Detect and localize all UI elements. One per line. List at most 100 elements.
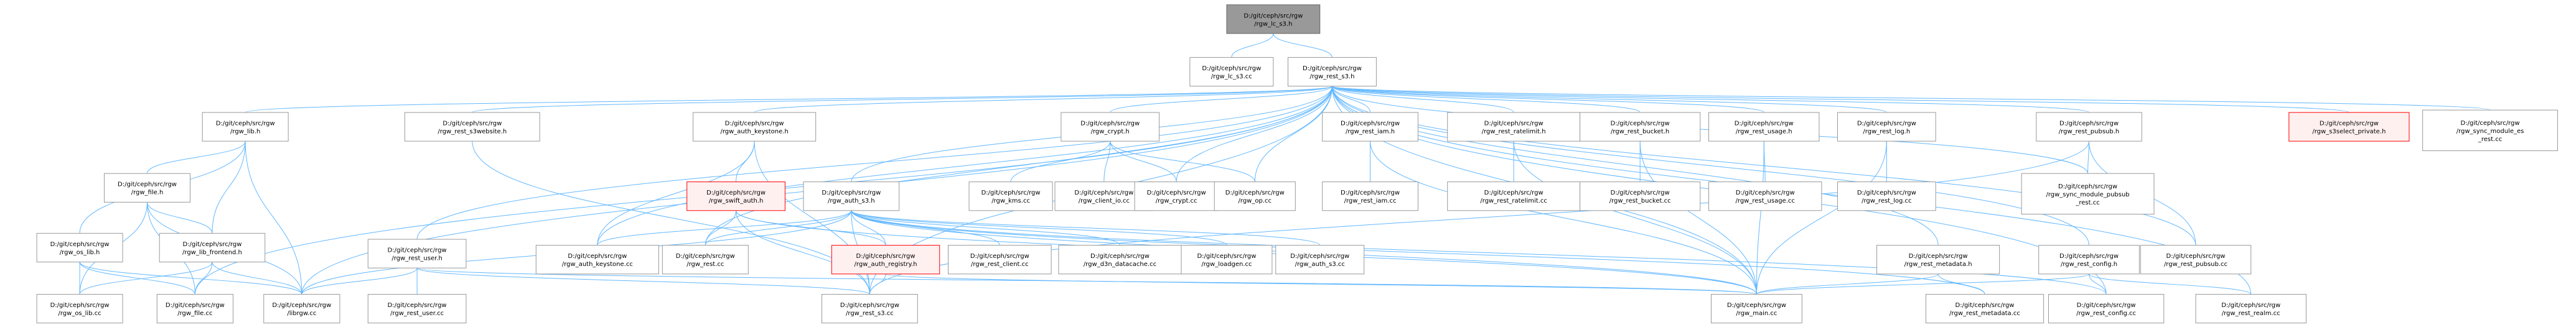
file-node[interactable]: D:/git/ceph/src/rgw/rgw_main.cc — [1710, 294, 1802, 324]
dependency-edge — [1756, 136, 1890, 295]
file-node[interactable]: D:/git/ceph/src/rgw/rgw_rest.cc — [662, 245, 749, 275]
file-node[interactable]: D:/git/ceph/src/rgw/rgw_loadgen.cc — [1181, 245, 1273, 275]
file-node[interactable]: D:/git/ceph/src/rgw/rgw_rest_config.cc — [2048, 294, 2165, 324]
file-node[interactable]: D:/git/ceph/src/rgw/rgw_op.cc — [1214, 181, 1296, 211]
file-node-label: D:/git/ceph/src/rgw — [2077, 302, 2136, 309]
file-node[interactable]: D:/git/ceph/src/rgw/rgw_rest_log.cc — [1837, 181, 1936, 211]
file-node-box — [1189, 57, 1274, 87]
dependency-edge — [705, 81, 1335, 246]
file-node-label: D:/git/ceph/src/rgw — [2166, 253, 2226, 260]
file-node-label: D:/git/ceph/src/rgw — [1244, 12, 1303, 19]
file-node[interactable]: D:/git/ceph/src/rgw/rgw_auth_s3.h — [803, 181, 900, 211]
file-node[interactable]: D:/git/ceph/src/rgw/rgw_rest_ratelimit.h — [1447, 112, 1581, 142]
file-node[interactable]: D:/git/ceph/src/rgw/rgw_rest_config.h — [2038, 245, 2140, 275]
file-node-box — [2036, 112, 2142, 142]
dependency-edge — [1107, 136, 1255, 182]
file-node-box — [1322, 112, 1418, 142]
file-node-label: /rgw_main.cc — [1736, 310, 1777, 317]
file-node-label: D:/git/ceph/src/rgw — [2059, 253, 2119, 260]
file-node[interactable]: D:/git/ceph/src/rgw/rgw_lib.h — [202, 112, 289, 142]
file-node-label: _rest.cc — [2075, 200, 2099, 206]
file-node-box — [1322, 181, 1418, 211]
file-node[interactable]: D:/git/ceph/src/rgw/rgw_rest_pubsub.cc — [2140, 245, 2252, 275]
file-node-label: D:/git/ceph/src/rgw — [388, 247, 447, 254]
dependency-edge — [1329, 81, 2349, 113]
file-node-label: /librgw.cc — [287, 310, 316, 317]
dependency-edge — [209, 257, 302, 295]
file-node[interactable]: D:/git/ceph/src/rgw/rgw_os_lib.cc — [36, 294, 123, 324]
file-node[interactable]: D:/git/ceph/src/rgw/rgw_auth_registry.h — [831, 245, 940, 275]
file-node[interactable]: D:/git/ceph/src/rgw/rgw_rest_usage.cc — [1708, 181, 1822, 211]
file-node[interactable]: D:/git/ceph/src/rgw/rgw_rest_iam.cc — [1322, 181, 1418, 211]
file-node-label: D:/git/ceph/src/rgw — [1857, 121, 1916, 127]
file-node-box — [159, 232, 266, 263]
file-node-label: /rgw_rest.cc — [686, 261, 724, 268]
file-node[interactable]: D:/git/ceph/src/rgw/rgw_rest_iam.h — [1322, 112, 1418, 142]
file-node-label: D:/git/ceph/src/rgw — [1290, 253, 1349, 260]
file-node[interactable]: D:/git/ceph/src/rgw/rgw_lc_s3.h — [1226, 4, 1321, 34]
file-node[interactable]: D:/git/ceph/src/rgw/rgw_auth_s3.cc — [1275, 245, 1365, 275]
file-node[interactable]: D:/git/ceph/src/rgw/rgw_rest_realm.cc — [2195, 294, 2307, 324]
file-node-box — [831, 245, 940, 275]
file-node-box — [404, 112, 540, 142]
file-node-label: /rgw_rest_pubsub.h — [2059, 129, 2119, 135]
file-node[interactable]: D:/git/ceph/src/rgw/rgw_lc_s3.cc — [1189, 57, 1274, 87]
file-node-label: D:/git/ceph/src/rgw — [50, 241, 110, 248]
dependency-edge — [1270, 28, 1332, 58]
file-node-label: D:/git/ceph/src/rgw — [1909, 253, 1968, 260]
file-node[interactable]: D:/git/ceph/src/rgw/rgw_sync_module_pubs… — [2021, 173, 2155, 215]
file-node[interactable]: D:/git/ceph/src/rgw/rgw_rest_s3.cc — [822, 294, 918, 324]
file-node[interactable]: D:/git/ceph/src/rgw/librgw.cc — [263, 294, 340, 324]
file-node-label: D:/git/ceph/src/rgw — [1074, 190, 1133, 196]
file-node[interactable]: D:/git/ceph/src/rgw/rgw_rest_bucket.cc — [1580, 181, 1701, 211]
file-node[interactable]: D:/git/ceph/src/rgw/rgw_auth_keystone.h — [693, 112, 817, 142]
file-node[interactable]: D:/git/ceph/src/rgw/rgw_rest_s3website.h — [404, 112, 540, 142]
file-node-label: /rgw_rest_s3.cc — [846, 310, 894, 317]
file-node-box — [968, 181, 1053, 211]
file-node[interactable]: D:/git/ceph/src/rgw/rgw_file.h — [104, 173, 190, 203]
file-node[interactable]: D:/git/ceph/src/rgw/rgw_rest_metadata.h — [1876, 245, 2000, 275]
file-node[interactable]: D:/git/ceph/src/rgw/rgw_swift_auth.h — [686, 181, 785, 211]
file-node[interactable]: D:/git/ceph/src/rgw/rgw_crypt.h — [1061, 112, 1160, 142]
file-node-label: /rgw_crypt.cc — [1156, 198, 1197, 204]
file-node[interactable]: D:/git/ceph/src/rgw/rgw_rest_log.h — [1837, 112, 1936, 142]
dependency-edge — [848, 205, 2107, 295]
file-node-box — [1061, 112, 1160, 142]
file-node[interactable]: D:/git/ceph/src/rgw/rgw_rest_client.cc — [948, 245, 1052, 275]
file-node[interactable]: D:/git/ceph/src/rgw/rgw_sync_module_es_r… — [2422, 109, 2558, 152]
file-node-box — [1447, 112, 1581, 142]
dependency-edge — [848, 205, 1227, 246]
file-node[interactable]: D:/git/ceph/src/rgw/rgw_rest_usage.h — [1708, 112, 1820, 142]
file-node-box — [1925, 294, 2044, 324]
file-node-box — [686, 181, 785, 211]
file-node-label: D:/git/ceph/src/rgw — [216, 121, 275, 127]
file-node-box — [1580, 181, 1701, 211]
file-node-label: /rgw_auth_s3.h — [828, 198, 875, 204]
file-node[interactable]: D:/git/ceph/src/rgw/rgw_s3select_private… — [2288, 112, 2410, 142]
file-node[interactable]: D:/git/ceph/src/rgw/rgw_auth_keystone.cc — [535, 245, 659, 275]
file-node[interactable]: D:/git/ceph/src/rgw/rgw_rest_metadata.cc — [1925, 294, 2044, 324]
file-node[interactable]: D:/git/ceph/src/rgw/rgw_lib_frontend.h — [159, 232, 266, 263]
dependency-edge — [1231, 28, 1276, 58]
file-node[interactable]: D:/git/ceph/src/rgw/rgw_os_lib.h — [36, 232, 123, 263]
file-node[interactable]: D:/git/ceph/src/rgw/rgw_rest_user.h — [367, 239, 467, 268]
file-node[interactable]: D:/git/ceph/src/rgw/rgw_rest_bucket.h — [1580, 112, 1701, 142]
file-node[interactable]: D:/git/ceph/src/rgw/rgw_d3n_datacache.cc — [1058, 245, 1182, 275]
file-node[interactable]: D:/git/ceph/src/rgw/rgw_kms.cc — [968, 181, 1053, 211]
file-node-box — [2021, 173, 2155, 215]
file-node-label: D:/git/ceph/src/rgw — [1955, 302, 2015, 309]
dependency-edge — [1329, 81, 1641, 113]
file-node[interactable]: D:/git/ceph/src/rgw/rgw_rest_pubsub.h — [2036, 112, 2142, 142]
file-node-box — [535, 245, 659, 275]
dependency-edge — [79, 257, 215, 295]
file-node[interactable]: D:/git/ceph/src/rgw/rgw_rest_s3.h — [1288, 57, 1377, 87]
file-node[interactable]: D:/git/ceph/src/rgw/rgw_file.cc — [156, 294, 233, 324]
file-node[interactable]: D:/git/ceph/src/rgw/rgw_crypt.cc — [1134, 181, 1219, 211]
dependency-edge — [77, 257, 195, 295]
file-node[interactable]: D:/git/ceph/src/rgw/rgw_rest_user.cc — [367, 294, 467, 324]
file-node[interactable]: D:/git/ceph/src/rgw/rgw_rest_ratelimit.c… — [1447, 181, 1581, 211]
dependency-edge — [2086, 136, 2092, 174]
file-node-label: /rgw_lc_s3.cc — [1211, 73, 1252, 80]
file-node-label: /rgw_rest_usage.h — [1736, 129, 1792, 135]
file-node-box — [1288, 57, 1377, 87]
